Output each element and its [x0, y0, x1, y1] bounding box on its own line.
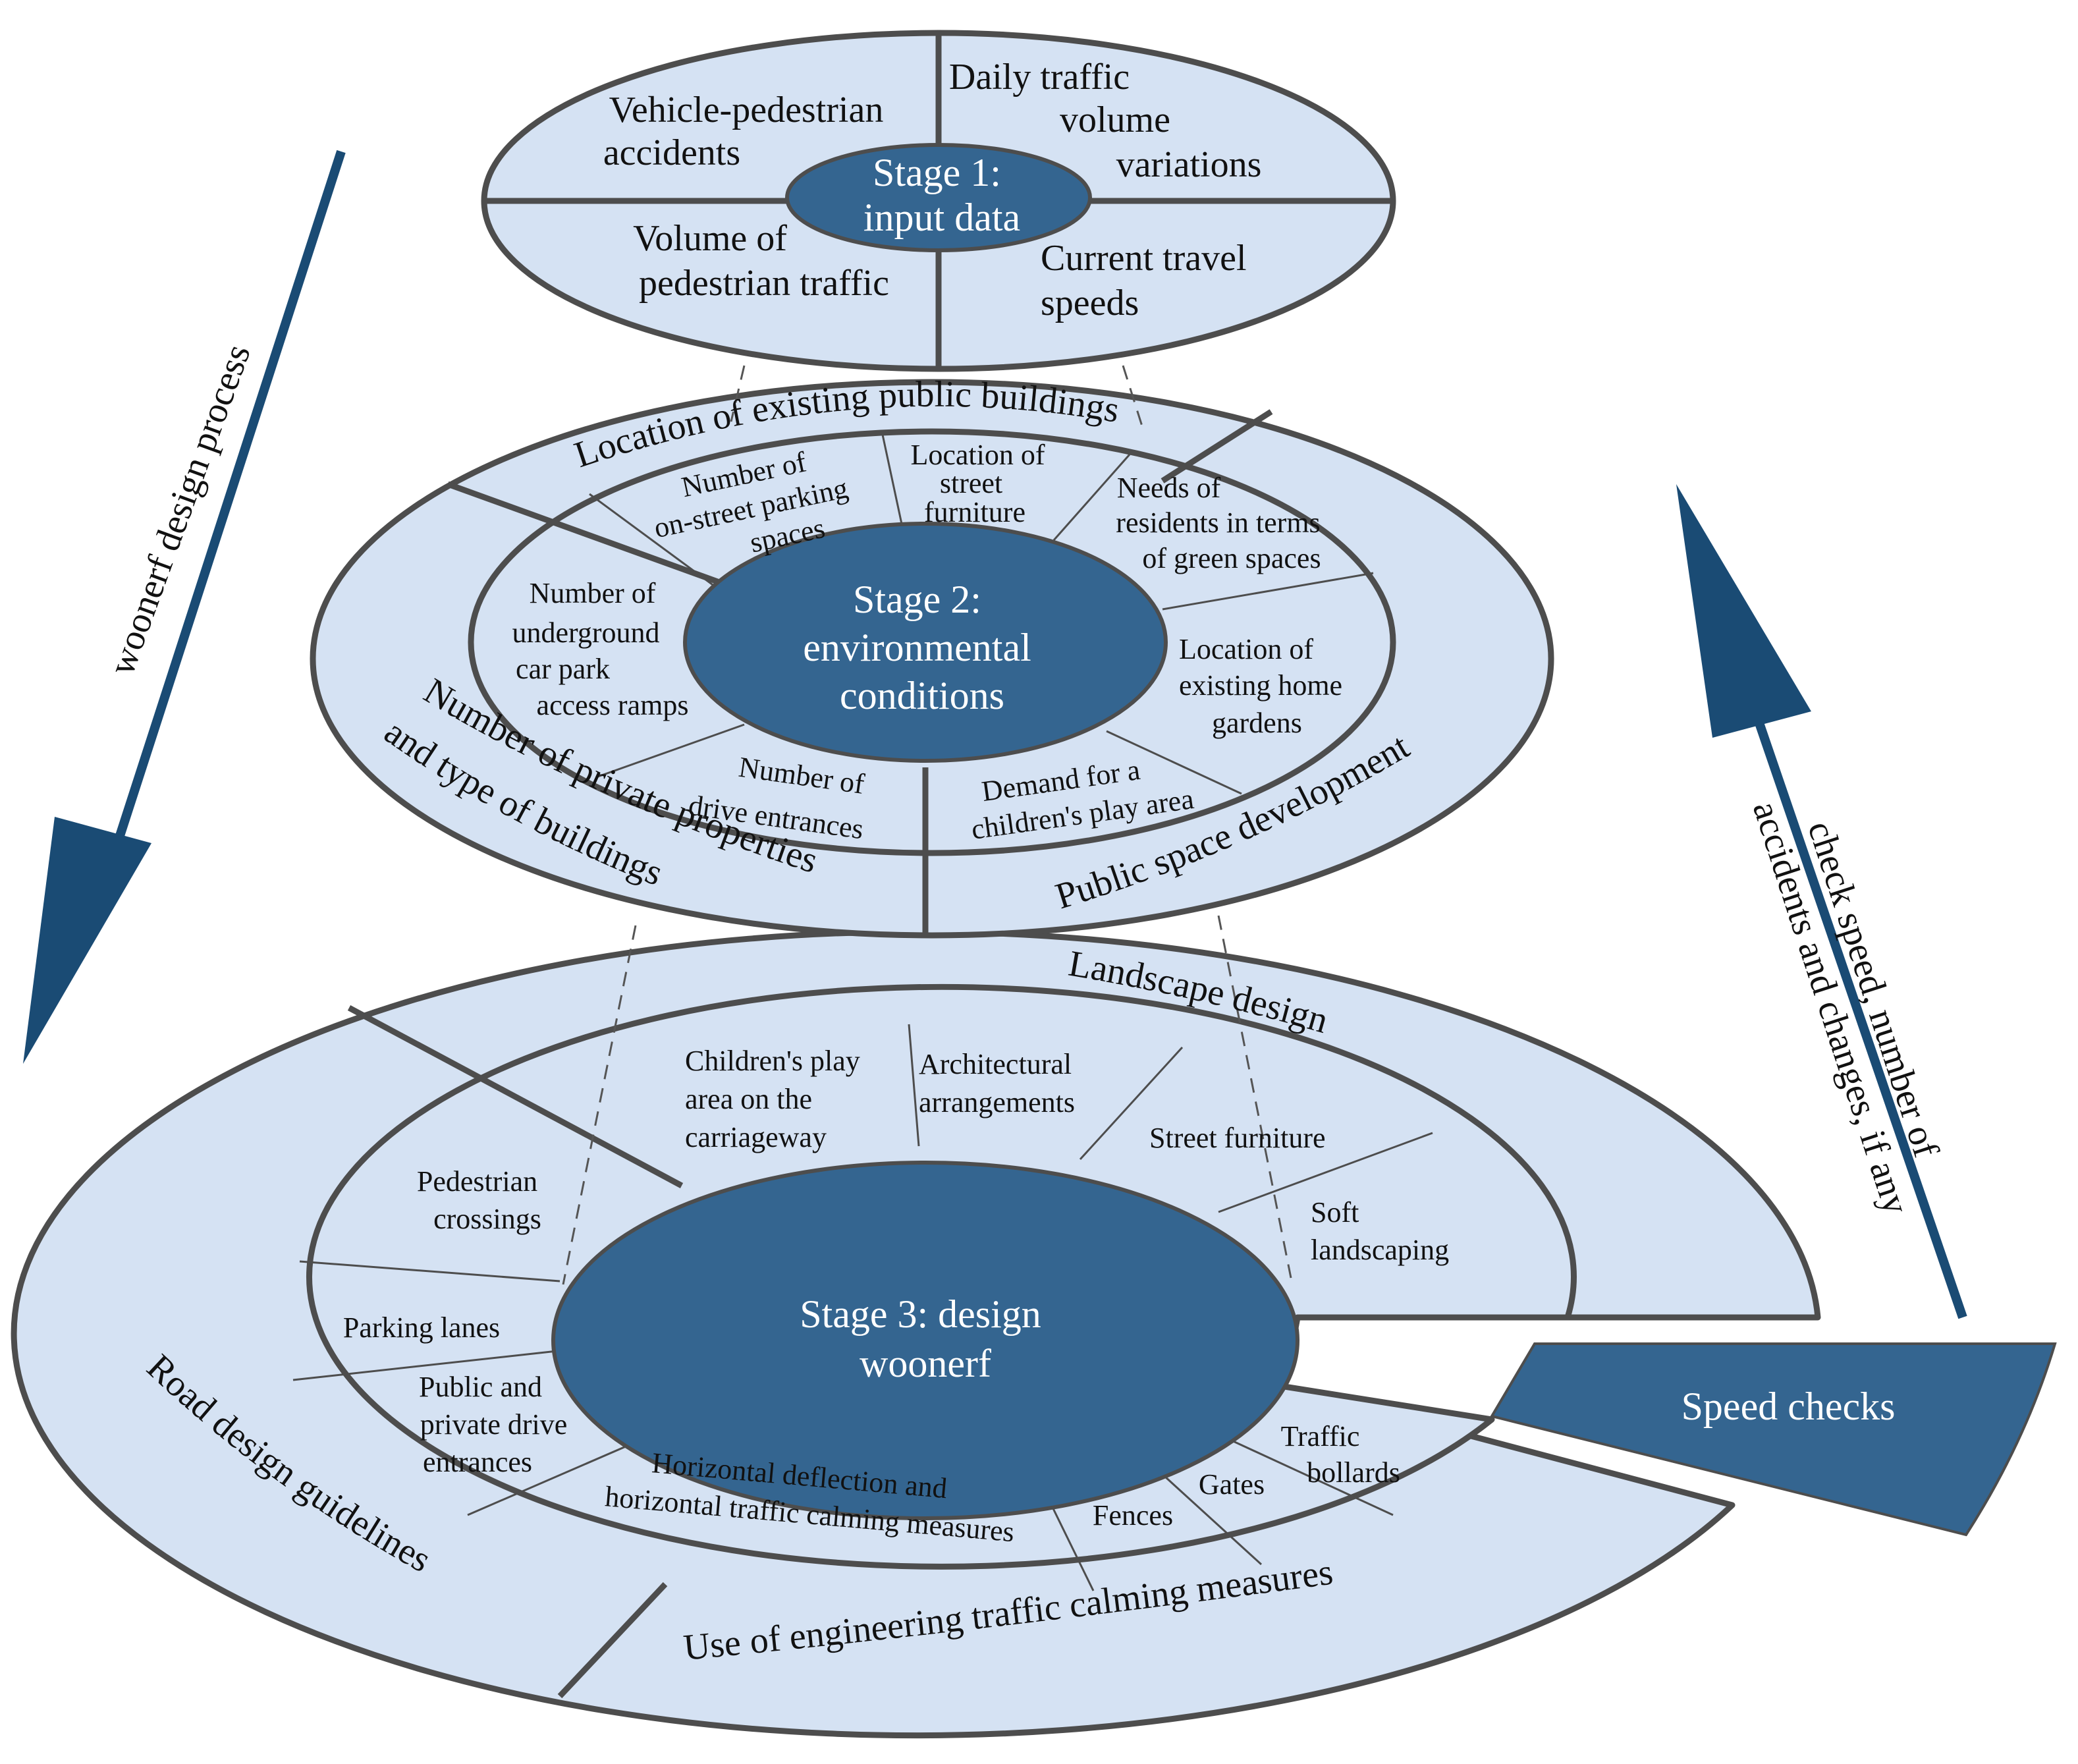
label-pedestrian-crossings: Pedestrian crossings	[417, 1165, 545, 1235]
label-daily-traffic-volume: Daily traffic volume variations	[949, 57, 1262, 185]
label-fences: Fences	[1093, 1499, 1173, 1531]
label-public-private-drive-entrances: Public and private drive entrances	[419, 1371, 574, 1478]
speed-checks-block	[1489, 1342, 2057, 1537]
stage1-core-label: Stage 1: input data	[863, 151, 1020, 239]
connector-right-dashed	[1217, 915, 1292, 1279]
label-current-travel-speeds: Current travel speeds	[1041, 238, 1256, 323]
label-traffic-bollards: Traffic bollards	[1281, 1420, 1400, 1489]
connector-top-left-dashed	[730, 365, 746, 422]
label-gates: Gates	[1199, 1468, 1265, 1501]
stage2-core	[683, 522, 1168, 763]
right-arrowhead	[1676, 484, 1811, 738]
label-volume-pedestrian-traffic: Volume of pedestrian traffic	[633, 218, 889, 304]
left-arrowhead	[23, 817, 151, 1064]
stage2-core-label: Stage 2: environmental conditions	[803, 578, 1041, 717]
stage2-inner-lines	[589, 434, 1374, 795]
stage1-core	[785, 143, 1092, 252]
right-arrow	[1676, 484, 1967, 1319]
right-arrow-shaft	[1751, 709, 1967, 1319]
stage3-divider-bottom	[557, 1582, 668, 1699]
left-arrow-shaft	[114, 150, 346, 842]
label-underground-car-park: Number of underground car park access ra…	[512, 577, 688, 721]
label-location-home-gardens: Location of existing home gardens	[1179, 633, 1350, 739]
connector-top-right-dashed	[1122, 365, 1144, 429]
label-speed-checks: Speed checks	[1682, 1385, 1896, 1428]
label-needs-green-spaces: Needs of residents in terms of green spa…	[1116, 472, 1327, 574]
stage3-group	[11, 915, 1821, 1739]
label-childrens-play-area: Children's play area on the carriageway	[685, 1045, 867, 1153]
label-on-street-parking: Number of on-street parking spaces	[644, 437, 865, 578]
stage2-divider-right	[1161, 409, 1273, 483]
label-soft-landscaping: Soft landscaping	[1311, 1196, 1449, 1266]
connector-left-dashed	[562, 925, 637, 1285]
label-vehicle-pedestrian-accidents: Vehicle-pedestrian accidents	[603, 90, 893, 173]
label-woonerf-design-process: woonerf design process	[101, 339, 259, 680]
left-arrow	[23, 150, 346, 1064]
label-parking-lanes: Parking lanes	[343, 1311, 500, 1344]
stage2-divider-left	[447, 481, 723, 586]
stage3-divider-left	[347, 1005, 684, 1188]
stage3-core	[551, 1161, 1299, 1520]
label-location-street-furniture: Location of street furniture	[910, 439, 1052, 528]
stage1-group	[481, 30, 1396, 372]
label-architectural-arrangements: Architectural arrangements	[919, 1048, 1079, 1118]
stage3-core-label: Stage 3: design woonerf	[800, 1292, 1051, 1385]
label-street-furniture: Street furniture	[1149, 1122, 1326, 1154]
stage2-group	[310, 365, 1554, 939]
